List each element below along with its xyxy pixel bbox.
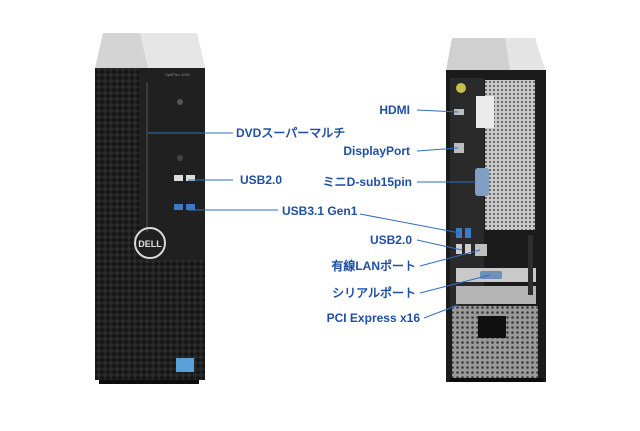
- front-usb3-port-2: [186, 204, 195, 210]
- front-drive-panel: [140, 68, 205, 260]
- front-usb2-port-2: [186, 175, 195, 181]
- rear-tower: [446, 38, 546, 382]
- front-tower: DELL OptiPlex 3060: [95, 33, 205, 384]
- leader-lan: [419, 249, 481, 267]
- model-text: OptiPlex 3060: [165, 72, 191, 77]
- front-usb2-port-1: [174, 175, 183, 181]
- label-serial: シリアルポート: [332, 286, 416, 300]
- rear-label-sticker: [476, 96, 494, 128]
- leader-serial: [419, 274, 491, 294]
- dell-logo-icon: [134, 227, 166, 259]
- leader-usb2-rear: [416, 239, 463, 251]
- label-pci: PCI Express x16: [326, 311, 420, 325]
- serial-port: [480, 271, 502, 279]
- lan-port: [475, 244, 487, 256]
- rear-usb3-port-2: [465, 228, 471, 238]
- displayport-port: [454, 143, 464, 153]
- rear-audio-jack-icon: [456, 83, 466, 93]
- leader-usb31-rear: [359, 213, 461, 234]
- label-usb2-rear: USB2.0: [369, 233, 412, 247]
- front-top-highlight: [140, 33, 205, 68]
- label-hdmi: HDMI: [379, 103, 410, 117]
- hdmi-port: [454, 109, 464, 115]
- front-sticker: [176, 358, 194, 372]
- mini-dsub-port: [475, 168, 489, 196]
- rear-usb2-port-2: [465, 244, 471, 254]
- label-mini-dsub: ミニD-sub15pin: [322, 175, 412, 189]
- slot-bar: [528, 235, 533, 295]
- rear-top-highlight: [505, 38, 545, 70]
- front-base: [99, 380, 199, 384]
- label-dvd: DVDスーパーマルチ: [236, 126, 346, 140]
- leader-displayport: [416, 147, 459, 152]
- label-usb31: USB3.1 Gen1: [282, 204, 358, 218]
- leader-lines: [148, 109, 491, 319]
- front-usb3-port-1: [174, 204, 183, 210]
- leader-hdmi: [416, 109, 459, 113]
- label-usb2-front: USB2.0: [240, 173, 283, 187]
- label-displayport: DisplayPort: [343, 144, 410, 158]
- leader-pci: [423, 304, 459, 319]
- rear-base: [450, 378, 544, 382]
- pci-slot-bracket: [456, 286, 536, 304]
- power-button-icon: [177, 99, 183, 105]
- audio-jack-icon: [177, 155, 183, 161]
- dvd-drive-slot: [146, 82, 148, 232]
- label-lan: 有線LANポート: [331, 259, 416, 273]
- power-socket-icon: [478, 316, 506, 338]
- dell-logo-text: DELL: [138, 239, 162, 249]
